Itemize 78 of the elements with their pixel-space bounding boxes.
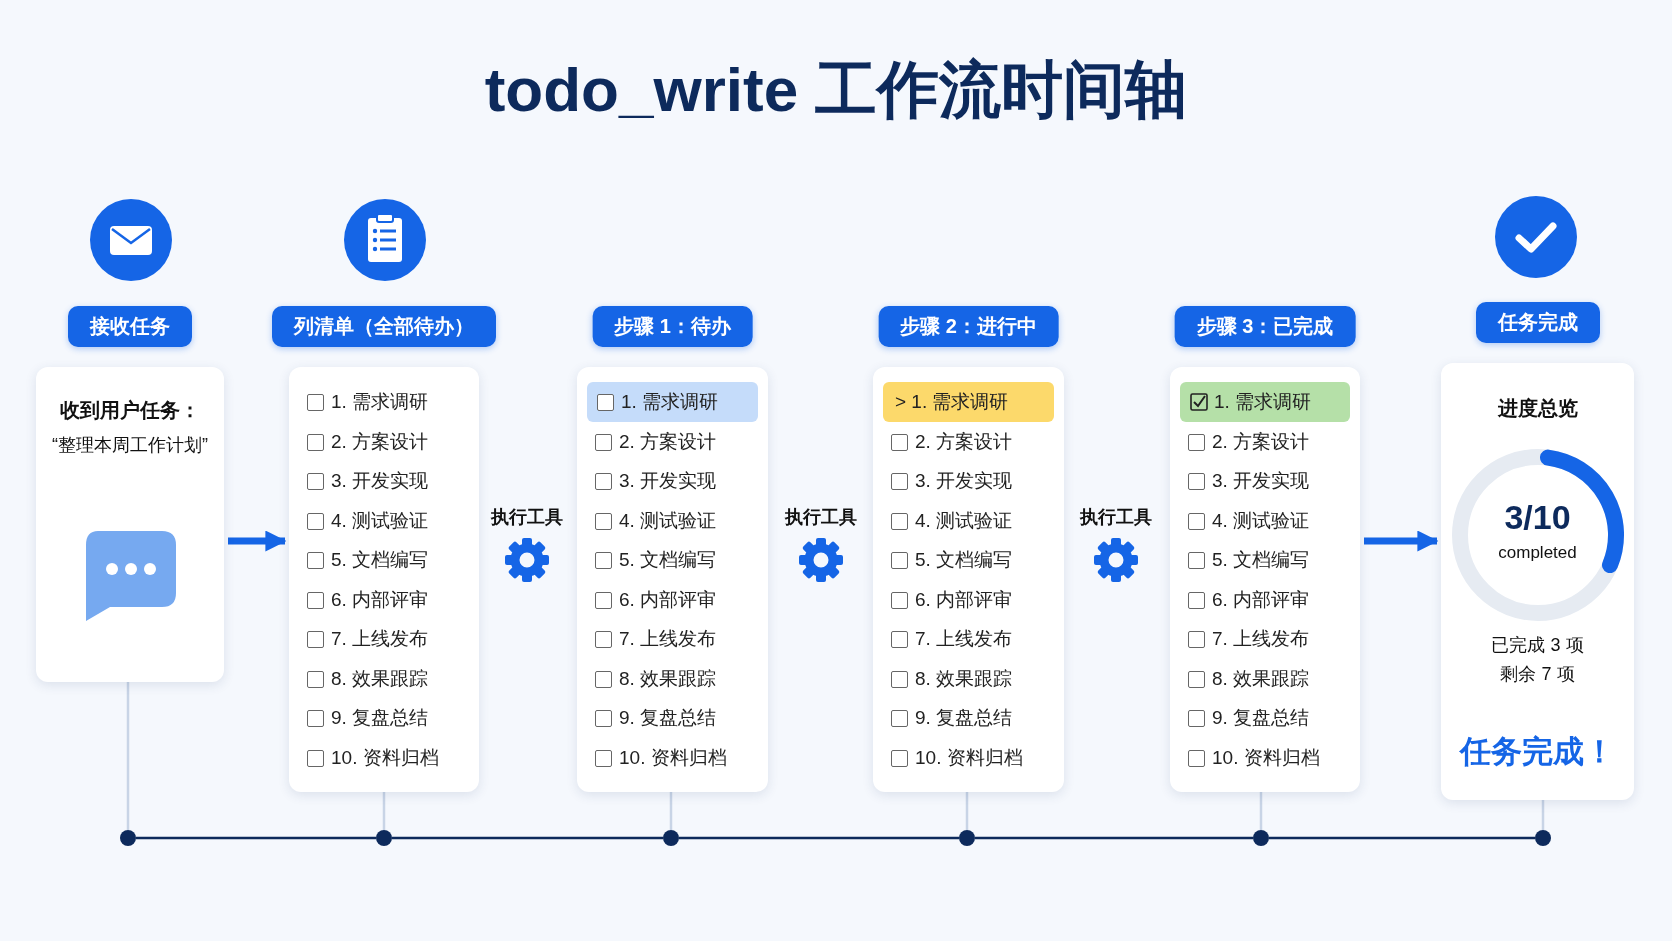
panel-heading: 进度总览 (1496, 396, 1579, 421)
tool-label: 执行工具 (1079, 506, 1153, 529)
progress-summary: 已完成 3 项 (1491, 634, 1584, 657)
list-item: 1. 需求调研 (1214, 390, 1312, 414)
step-label: 列清单（全部待办） (272, 306, 496, 347)
list-item: 3. 开发实现 (915, 469, 1013, 493)
highlighted-row (587, 382, 758, 422)
connector-line (1259, 792, 1263, 830)
timeline-line (136, 836, 376, 840)
list-item: 6. 内部评审 (331, 587, 429, 612)
list-item: 6. 内部评审 (1212, 587, 1310, 612)
timeline-dot (663, 830, 679, 846)
list-item: 8. 效果跟踪 (619, 666, 717, 691)
list-item: 2. 方案设计 (331, 429, 429, 454)
list-item: 7. 上线发布 (915, 627, 1013, 651)
list-item: > 1. 需求调研 (895, 390, 1009, 414)
list-item: 2. 方案设计 (915, 429, 1013, 454)
step-label: 步骤 3：已完成 (1174, 306, 1356, 347)
timeline-line (1269, 836, 1535, 840)
timeline-line (392, 836, 663, 840)
list-item: 4. 测试验证 (1212, 508, 1310, 533)
list-item: 9. 复盘总结 (915, 706, 1013, 730)
timeline-dot (1253, 830, 1269, 846)
list-item: 9. 复盘总结 (331, 706, 429, 730)
completion-message: 任务完成！ (1458, 733, 1616, 771)
list-item: 10. 资料归档 (1212, 745, 1320, 770)
progress-summary: 剩余 7 项 (1500, 663, 1575, 686)
timeline-dot (376, 830, 392, 846)
task-quote: “整理本周工作计划” (51, 434, 209, 457)
progress-caption: completed (1497, 543, 1578, 563)
list-item: 4. 测试验证 (331, 508, 429, 533)
list-item: 7. 上线发布 (619, 627, 717, 651)
list-item: 2. 方案设计 (1212, 429, 1310, 454)
connector-line (382, 792, 386, 830)
list-item: 3. 开发实现 (1212, 469, 1310, 493)
list-item: 5. 文档编写 (619, 548, 717, 572)
step-label: 任务完成 (1475, 302, 1600, 343)
connector-line (965, 792, 969, 830)
connector-line (126, 682, 130, 830)
timeline-line (975, 836, 1253, 840)
list-item: 4. 测试验证 (619, 508, 717, 533)
highlighted-row (883, 382, 1054, 422)
connector-line (1541, 800, 1545, 830)
step-label: 接收任务 (68, 306, 192, 347)
task-heading: 收到用户任务： (59, 398, 201, 423)
list-item: 1. 需求调研 (621, 390, 719, 414)
connector-line (669, 792, 673, 830)
list-item: 8. 效果跟踪 (331, 666, 429, 691)
list-item: 5. 文档编写 (1212, 548, 1310, 572)
list-item: 2. 方案设计 (619, 429, 717, 454)
step-label: 步骤 1：待办 (592, 306, 753, 347)
list-item: 6. 内部评审 (915, 587, 1013, 612)
list-item: 5. 文档编写 (915, 548, 1013, 572)
progress-value: 3/10 (1503, 498, 1572, 537)
title: todo_write 工作流时间轴 (483, 54, 1189, 126)
list-item: 3. 开发实现 (619, 469, 717, 493)
list-item: 3. 开发实现 (331, 469, 429, 493)
list-item: 10. 资料归档 (331, 745, 439, 770)
highlighted-row (1180, 382, 1350, 422)
tool-label: 执行工具 (490, 506, 564, 529)
step-label: 步骤 2：进行中 (878, 306, 1059, 347)
list-item: 8. 效果跟踪 (915, 666, 1013, 691)
list-item: 7. 上线发布 (331, 627, 429, 651)
list-item: 1. 需求调研 (331, 390, 429, 414)
timeline-line (679, 836, 959, 840)
tool-label: 执行工具 (784, 506, 858, 529)
list-item: 9. 复盘总结 (619, 706, 717, 730)
list-item: 9. 复盘总结 (1212, 706, 1310, 730)
list-item: 10. 资料归档 (619, 745, 727, 770)
list-item: 5. 文档编写 (331, 548, 429, 572)
list-item: 6. 内部评审 (619, 587, 717, 612)
list-item: 4. 测试验证 (915, 508, 1013, 533)
list-item: 7. 上线发布 (1212, 627, 1310, 651)
timeline-dot (120, 830, 136, 846)
list-item: 10. 资料归档 (915, 745, 1023, 770)
list-item: 8. 效果跟踪 (1212, 666, 1310, 691)
timeline-dot (959, 830, 975, 846)
timeline-dot (1535, 830, 1551, 846)
